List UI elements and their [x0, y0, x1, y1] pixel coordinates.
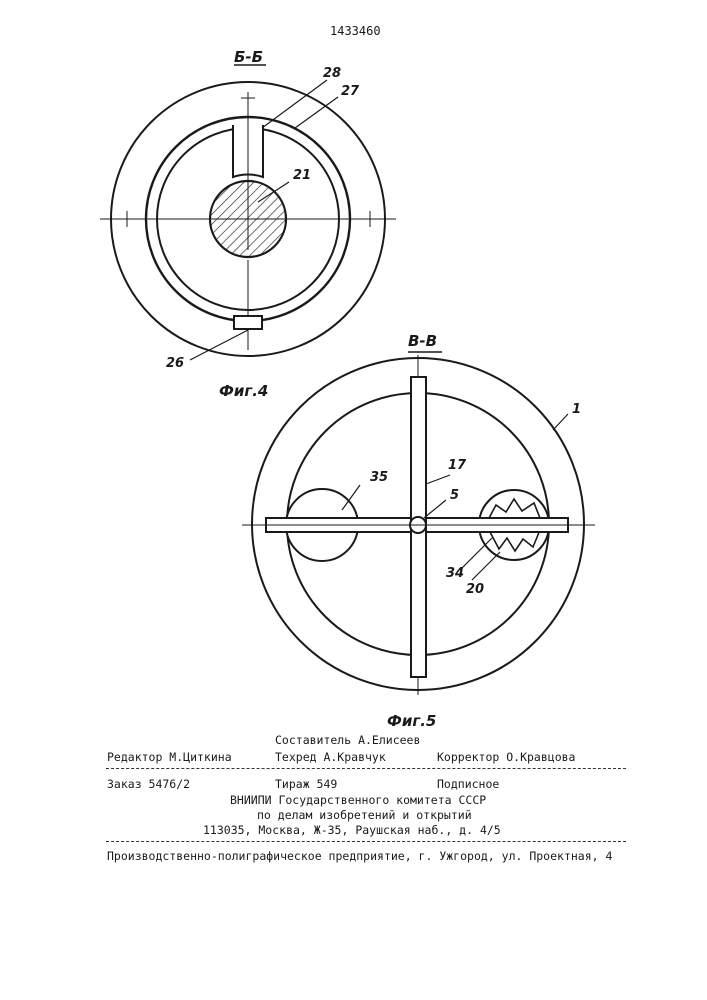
fig5-callout-34: 34	[446, 566, 464, 581]
imprint-address: 113035, Москва, Ж-35, Раушская наб., д. …	[203, 823, 501, 837]
fig5-callout-35: 35	[370, 470, 388, 485]
fig5-section-label: В-В	[408, 332, 437, 350]
fig4-callout-21: 21	[293, 168, 311, 183]
imprint-institute-line2: по делам изобретений и открытий	[257, 808, 472, 822]
fig4-section-label: Б-Б	[234, 48, 263, 66]
imprint-corrector: Корректор О.Кравцова	[437, 750, 575, 764]
fig4-key-26	[234, 316, 262, 329]
imprint-subscription: Подписное	[437, 777, 499, 791]
fig5-caption: Фиг.5	[387, 712, 436, 730]
imprint-techred: Техред А.Кравчук	[275, 750, 386, 764]
fig4-callout-26: 26	[166, 356, 184, 371]
imprint-printer: Производственно-полиграфическое предприя…	[107, 849, 612, 863]
imprint-divider-2	[106, 841, 626, 842]
figure-4-drawing	[100, 65, 396, 360]
fig5-callout-20: 20	[466, 582, 484, 597]
figure-5-drawing	[242, 352, 595, 695]
fig4-callout-28: 28	[323, 66, 341, 81]
fig5-callout-1: 1	[572, 402, 581, 417]
imprint-circulation: Тираж 549	[275, 777, 337, 791]
fig5-callout-5: 5	[450, 488, 459, 503]
imprint-editor: Редактор М.Циткина	[107, 750, 232, 764]
imprint-institute-line1: ВНИИПИ Государственного комитета СССР	[230, 793, 486, 807]
fig5-callout-17: 17	[448, 458, 466, 473]
imprint-order: Заказ 5476/2	[107, 777, 190, 791]
fig4-caption: Фиг.4	[219, 382, 268, 400]
fig4-callout-27: 27	[341, 84, 359, 99]
imprint-compiler: Составитель А.Елисеев	[275, 733, 420, 747]
imprint-divider-1	[106, 768, 626, 769]
